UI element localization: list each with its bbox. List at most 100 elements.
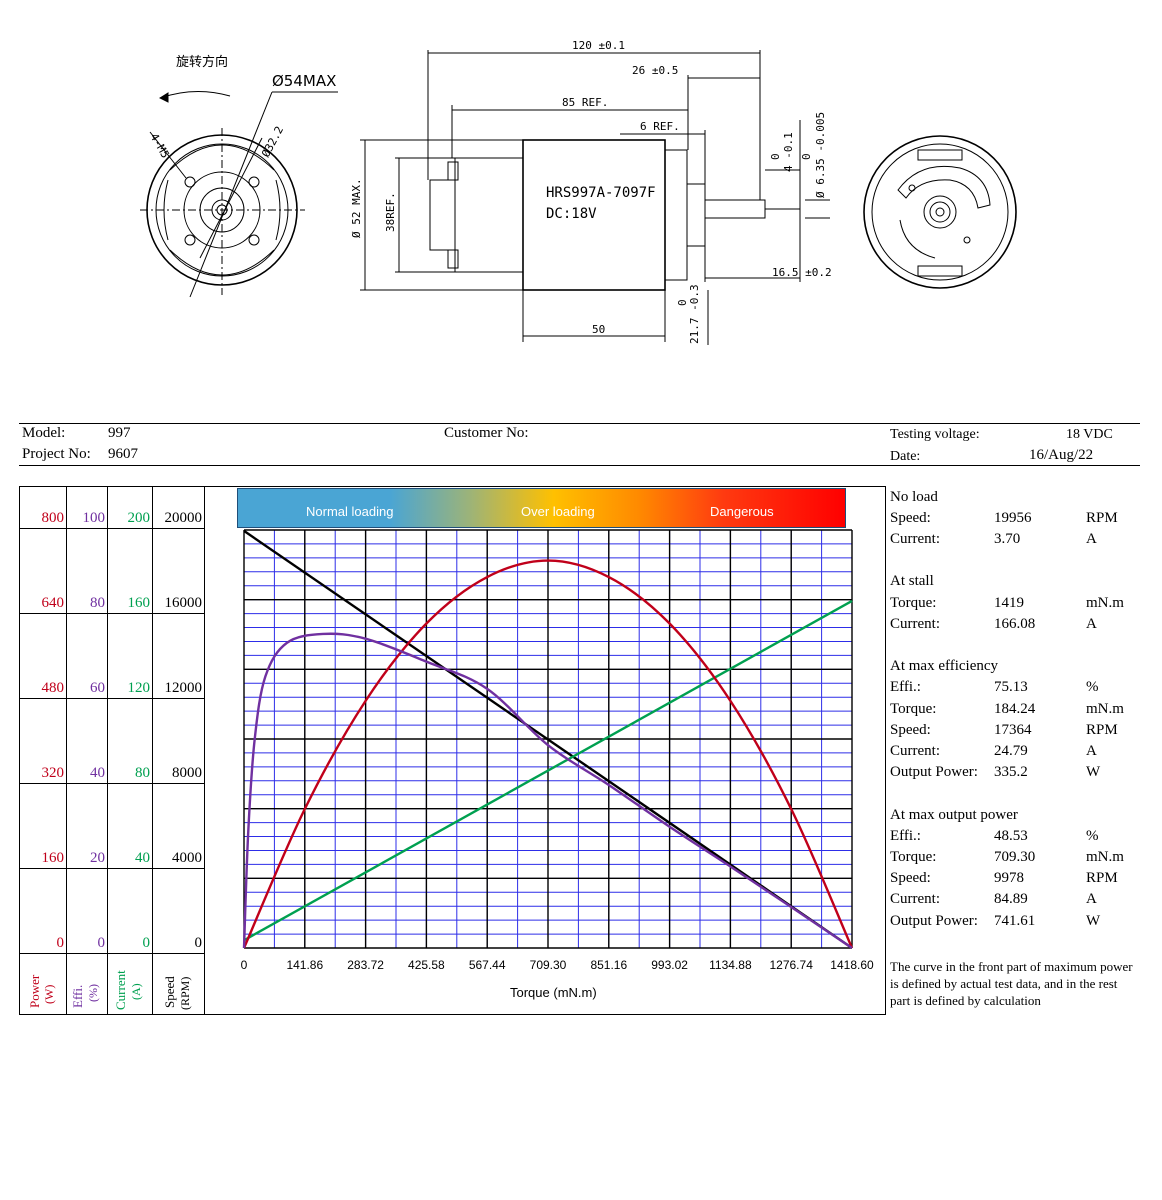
maxeff-current-unit: A — [1086, 743, 1097, 759]
maxeff-power-unit: W — [1086, 764, 1101, 780]
stall-torque-unit: mN.m — [1086, 595, 1124, 611]
noload-speed-value: 19956 — [994, 510, 1032, 526]
effi-axis-title: Effi.(%) — [70, 960, 104, 1012]
maxeff-torque-label: Torque: — [890, 701, 937, 717]
power-axis-tick: 0 — [56, 935, 65, 951]
maxout-torque-value: 709.30 — [994, 849, 1036, 865]
maxout-current-label: Current: — [890, 891, 940, 907]
power-axis-unit: (W) — [42, 985, 56, 1004]
effi-curve — [242, 632, 853, 949]
motor-drawing: 旋转方向 Ø54MAX 4-M5 Ø32.2 120 ±0.1 26 ±0.5 … — [140, 39, 1017, 345]
power-axis-title: Power(W) — [27, 960, 57, 1012]
header-bottom-rule — [19, 465, 1140, 466]
front-view-left — [140, 90, 338, 298]
current-axis-title: Current(A) — [111, 956, 149, 1012]
current-axis-tick: 200 — [127, 510, 151, 526]
dim-50: 50 — [592, 323, 605, 336]
x-tick-label: 0 — [240, 958, 248, 972]
dia-max-label: Ø54MAX — [272, 72, 336, 90]
rotation-label: 旋转方向 — [176, 54, 228, 70]
maxout-current-unit: A — [1086, 891, 1097, 907]
maxeff-power-label: Output Power: — [890, 764, 978, 780]
tol-635: Ø 6.35 -0.005 — [814, 112, 827, 198]
x-tick-label: 1418.60 — [830, 958, 874, 972]
project-label: Project No: — [22, 446, 91, 462]
stall-current-value: 166.08 — [994, 616, 1036, 632]
noload-speed-label: Speed: — [890, 510, 931, 526]
power-curve — [242, 559, 854, 949]
effi-axis-unit: (%) — [86, 984, 100, 1002]
tol-21-7: 21.7 -0.3 — [688, 284, 701, 344]
maxout-power-unit: W — [1086, 913, 1101, 929]
current-axis-unit: (A) — [129, 983, 143, 1000]
effi-axis-tick: 60 — [90, 680, 105, 696]
dim-6: 6 REF. — [640, 120, 680, 133]
maxout-current-value: 84.89 — [994, 891, 1028, 907]
zone-over: Over loading — [521, 504, 595, 519]
dia-52: Ø 52 MAX. — [350, 178, 363, 238]
current-axis-tick: 120 — [127, 680, 151, 696]
axis-row-rule — [19, 783, 205, 784]
maxout-title: At max output power — [890, 807, 1018, 823]
zone-normal: Normal loading — [306, 504, 394, 519]
speed-axis-tick: 8000 — [172, 765, 202, 781]
x-tick-label: 993.02 — [651, 958, 688, 972]
noload-speed-unit: RPM — [1086, 510, 1118, 526]
maxout-effi-value: 48.53 — [994, 828, 1028, 844]
maxout-effi-unit: % — [1086, 828, 1099, 844]
side-view — [360, 50, 830, 345]
effi-axis-name: Effi. — [70, 985, 85, 1008]
date-label: Date: — [890, 449, 921, 464]
label-dc: DC:18V — [546, 206, 597, 222]
chart-frame — [19, 486, 886, 1015]
voltage-label: Testing voltage: — [890, 427, 980, 442]
noload-title: No load — [890, 489, 938, 505]
effi-axis-tick: 20 — [90, 850, 105, 866]
stall-torque-value: 1419 — [994, 595, 1024, 611]
current-axis-tick: 40 — [135, 850, 150, 866]
maxeff-title: At max efficiency — [890, 658, 999, 674]
axis-col-sep — [204, 486, 205, 1015]
speed-axis-title: Speed(RPM) — [158, 958, 198, 1012]
maxeff-effi-value: 75.13 — [994, 679, 1028, 695]
effi-axis-tick: 80 — [90, 595, 105, 611]
header-top-rule — [19, 423, 1140, 424]
stall-title: At stall — [890, 573, 934, 589]
power-axis-tick: 480 — [41, 680, 65, 696]
dim-16-5: 16.5 ±0.2 — [772, 266, 832, 279]
maxout-torque-unit: mN.m — [1086, 849, 1124, 865]
rear-view — [863, 135, 1017, 289]
customer-label: Customer No: — [444, 425, 529, 441]
maxout-power-value: 741.61 — [994, 913, 1036, 929]
tol-4-upper: 0 — [769, 153, 782, 160]
curve-note: The curve in the front part of maximum p… — [890, 959, 1133, 1008]
current-axis-tick: 80 — [135, 765, 150, 781]
noload-current-value: 3.70 — [994, 531, 1021, 547]
x-tick-label: 709.30 — [529, 958, 567, 972]
current-axis-tick: 0 — [142, 935, 151, 951]
x-tick-label: 567.44 — [468, 958, 506, 972]
label-model: HRS997A-7097F — [546, 185, 656, 201]
maxeff-current-label: Current: — [890, 743, 940, 759]
stall-current-unit: A — [1086, 616, 1097, 632]
model-value: 997 — [108, 425, 131, 441]
dim-38: 38REF. — [384, 192, 397, 232]
x-tick-label: 851.16 — [590, 958, 628, 972]
x-tick-label: 1276.74 — [769, 958, 813, 972]
noload-current-label: Current: — [890, 531, 940, 547]
axis-row-rule — [19, 698, 205, 699]
maxeff-torque-value: 184.24 — [994, 701, 1036, 717]
maxout-speed-value: 9978 — [994, 870, 1024, 886]
effi-axis-tick: 40 — [90, 765, 105, 781]
axis-col-sep — [107, 486, 108, 1015]
maxout-power-label: Output Power: — [890, 913, 978, 929]
speed-axis-tick: 4000 — [172, 850, 202, 866]
tol-635-upper: 0 — [800, 153, 813, 160]
dim-26: 26 ±0.5 — [632, 64, 678, 77]
speed-axis-tick: 16000 — [164, 595, 203, 611]
voltage-value: 18 VDC — [1066, 427, 1113, 442]
maxeff-speed-label: Speed: — [890, 722, 931, 738]
date-value: 16/Aug/22 — [1029, 447, 1094, 463]
maxeff-current-value: 24.79 — [994, 743, 1028, 759]
